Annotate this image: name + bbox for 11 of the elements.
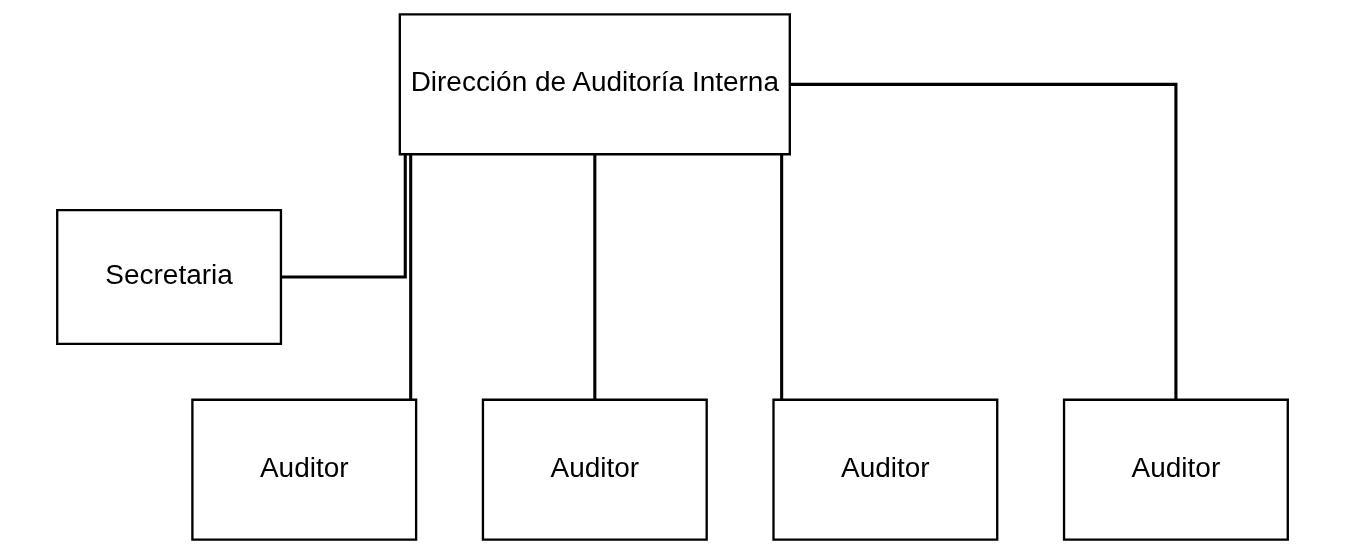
connector <box>409 154 413 400</box>
node-box: Dirección de Auditoría Interna <box>398 13 791 156</box>
connector <box>789 82 1178 400</box>
node-box: Auditor <box>481 398 708 541</box>
node-box: Auditor <box>1062 398 1289 541</box>
connector <box>593 154 597 400</box>
node-box: Auditor <box>191 398 418 541</box>
connector <box>780 154 784 400</box>
node-box: Secretaria <box>56 209 283 345</box>
connector <box>281 154 407 279</box>
node-box: Auditor <box>772 398 999 541</box>
